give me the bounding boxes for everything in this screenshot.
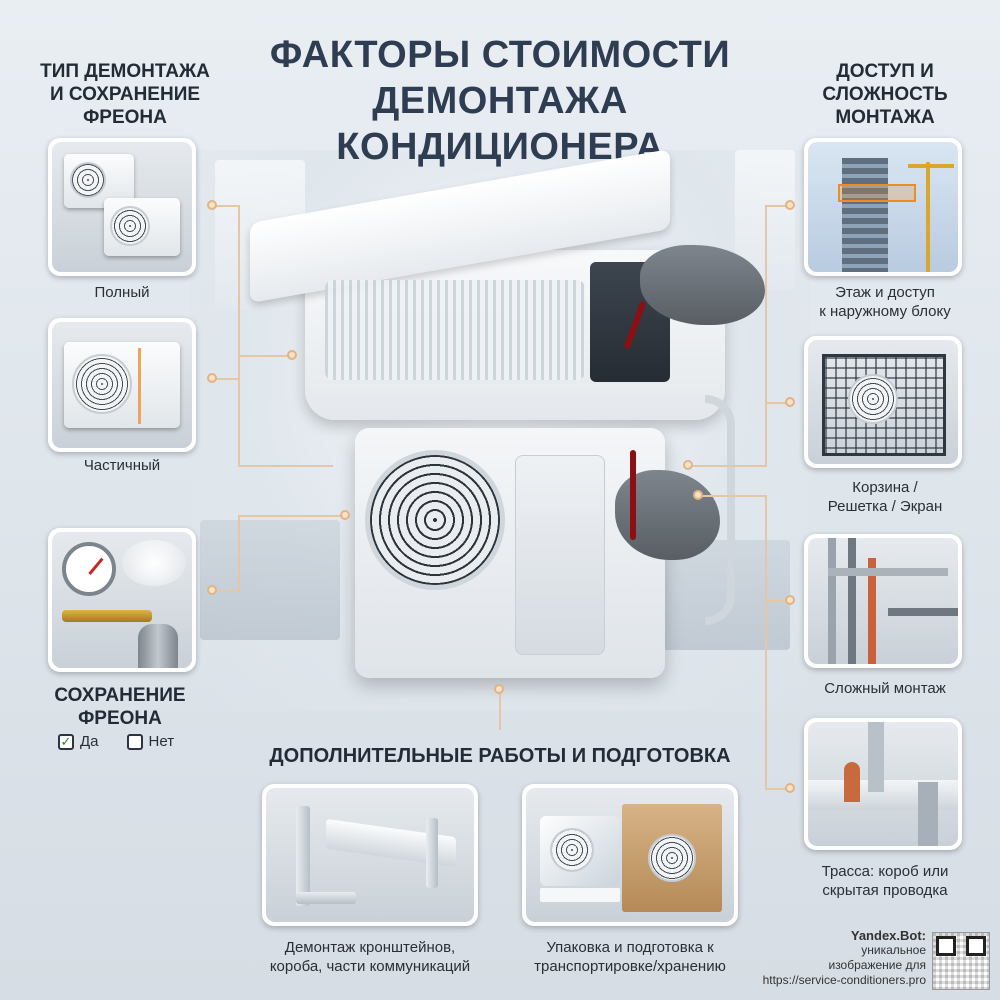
connector-line — [215, 378, 240, 380]
option-yes[interactable]: ✓ Да — [58, 733, 99, 750]
outdoor-unit-icon — [64, 342, 180, 428]
connector-line — [238, 515, 343, 517]
connector-dot — [785, 783, 795, 793]
bracket-icon — [426, 818, 438, 888]
card-floor-access — [804, 138, 962, 276]
page-title: ФАКТОРЫ СТОИМОСТИ ДЕМОНТАЖА КОНДИЦИОНЕРА — [269, 34, 731, 168]
workbench-background — [200, 520, 340, 640]
caption-packing: Упаковка и подготовка к транспортировке/… — [534, 939, 726, 975]
connector-line — [765, 788, 790, 790]
connector-line — [238, 515, 240, 590]
outdoor-unit-side-panel — [515, 455, 605, 655]
pressure-gauge-icon — [62, 542, 116, 596]
connector-dot — [785, 595, 795, 605]
bracket-icon — [296, 806, 310, 906]
wrapped-unit-icon — [540, 816, 620, 886]
connector-line — [765, 205, 767, 465]
connector-line — [765, 205, 790, 207]
building-icon — [842, 158, 888, 272]
caption-full: Полный — [94, 284, 150, 301]
connector-line — [238, 355, 293, 357]
connector-line — [215, 590, 240, 592]
connector-line — [765, 402, 790, 404]
connector-dot — [287, 350, 297, 360]
outdoor-unit-icon — [104, 198, 180, 256]
section-heading-removal-type: ТИП ДЕМОНТАЖА И СОХРАНЕНИЕ ФРЕОНА — [40, 61, 210, 128]
section-heading-freon: СОХРАНЕНИЕ ФРЕОНА — [54, 685, 186, 729]
caption-complex-install: Сложный монтаж — [824, 680, 946, 697]
card-complex-install — [804, 534, 962, 668]
section-heading-additional: ДОПОЛНИТЕЛЬНЫЕ РАБОТЫ И ПОДГОТОВКА — [269, 745, 731, 767]
qr-code-icon — [932, 932, 990, 990]
foam-block-icon — [540, 888, 620, 902]
valve-icon — [62, 610, 152, 622]
bracket-icon — [296, 892, 356, 904]
freon-cloud-icon — [122, 540, 186, 586]
highlight-floor — [838, 184, 916, 202]
caption-brackets: Демонтаж кронштейнов, короба, части комм… — [269, 939, 471, 975]
card-partial-removal — [48, 318, 196, 452]
connector-dot — [494, 684, 504, 694]
connector-dot — [785, 397, 795, 407]
connector-dot — [207, 585, 217, 595]
screwdriver-icon — [630, 450, 636, 540]
card-packing — [522, 784, 738, 926]
card-basket — [804, 336, 962, 468]
indoor-unit-filter — [325, 280, 585, 380]
card-freon-gauge — [48, 528, 196, 672]
card-brackets — [262, 784, 478, 926]
connector-line — [238, 465, 333, 467]
gas-cylinder-icon — [138, 624, 178, 668]
option-no[interactable]: Нет — [126, 733, 174, 750]
connector-line — [215, 205, 240, 207]
connector-line — [690, 465, 767, 467]
connector-line — [499, 690, 501, 730]
card-full-removal — [48, 138, 196, 276]
section-heading-access: ДОСТУП И СЛОЖНОСТЬ МОНТАЖА — [822, 61, 948, 128]
caption-basket: Корзина / Решетка / Экран — [827, 479, 943, 515]
connector-dot — [785, 200, 795, 210]
watermark-text: Yandex.Bot: уникальное изображение для h… — [762, 928, 926, 987]
connector-line — [700, 495, 767, 497]
connector-dot — [693, 490, 703, 500]
connector-dot — [207, 200, 217, 210]
checkbox-no[interactable] — [126, 733, 143, 750]
outdoor-fan-icon — [365, 450, 505, 590]
gloved-hand-upper — [640, 245, 765, 325]
caption-route: Трасса: короб или скрытая проводка — [821, 863, 949, 899]
connector-line — [765, 495, 767, 790]
cardboard-box-icon — [622, 804, 722, 912]
caption-partial: Частичный — [83, 457, 161, 474]
connector-dot — [207, 373, 217, 383]
connector-dot — [340, 510, 350, 520]
connector-dot — [683, 460, 693, 470]
caption-floor-access: Этаж и доступ к наружному блоку — [819, 284, 951, 320]
connector-line — [765, 600, 790, 602]
connector-line — [238, 205, 240, 465]
crane-icon — [926, 162, 930, 272]
checkbox-yes[interactable]: ✓ — [58, 733, 74, 750]
card-route — [804, 718, 962, 850]
freon-options: ✓ Да Нет — [58, 733, 174, 750]
outdoor-fan-icon — [848, 374, 898, 424]
